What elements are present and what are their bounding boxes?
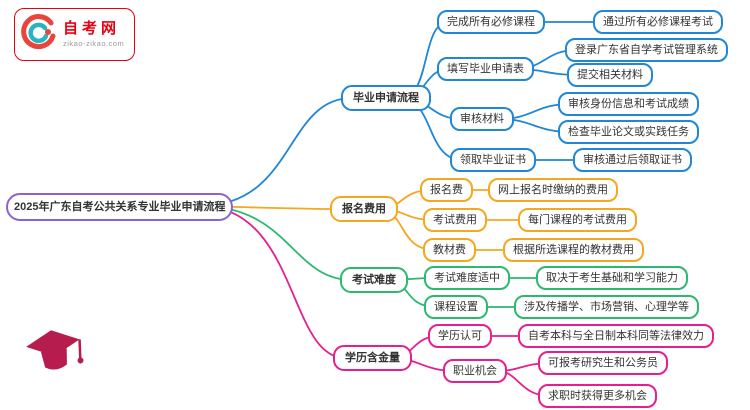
site-logo: 自考网 zikao-zikao.com <box>14 8 136 61</box>
node-registration-fee: 报名费 <box>420 178 473 202</box>
logo-icon <box>21 14 57 55</box>
node-degree-recognition: 学历认可 <box>428 324 492 348</box>
leaf-per-course-exam-fee: 每门课程的考试费用 <box>518 208 637 232</box>
graduation-cap-icon <box>22 324 88 392</box>
branch-exam-difficulty: 考试难度 <box>340 267 408 293</box>
leaf-postgraduate-civil-servant: 可报考研究生和公务员 <box>538 351 668 375</box>
root-node: 2025年广东自考公共关系专业毕业申请流程 <box>6 193 234 221</box>
node-review-materials: 审核材料 <box>450 107 514 131</box>
leaf-depends-on-foundation: 取决于考生基础和学习能力 <box>536 266 688 290</box>
leaf-more-job-opportunities: 求职时获得更多机会 <box>538 384 657 408</box>
edge <box>199 205 346 359</box>
logo-domain: zikao-zikao.com <box>63 39 125 49</box>
node-fill-graduation-form: 填写毕业申请表 <box>437 57 534 81</box>
node-textbook-fee: 教材费 <box>423 238 476 262</box>
node-moderate-difficulty: 考试难度适中 <box>424 266 510 290</box>
leaf-pass-all-required-exams: 通过所有必修课程考试 <box>593 10 723 34</box>
branch-registration-fees: 报名费用 <box>330 196 398 222</box>
leaf-login-gd-selfstudy-system: 登录广东省自学考试管理系统 <box>565 38 728 62</box>
leaf-online-registration-fee: 网上报名时缴纳的费用 <box>488 178 618 202</box>
edge <box>199 97 353 207</box>
logo-text: 自考网 zikao-zikao.com <box>63 19 125 49</box>
leaf-equal-legal-effect: 自考本科与全日制本科同等法律效力 <box>518 324 714 348</box>
leaf-verify-identity-scores: 审核身份信息和考试成绩 <box>558 92 699 116</box>
branch-degree-value: 学历含金量 <box>333 345 412 371</box>
node-career-opportunities: 职业机会 <box>443 359 507 383</box>
node-exam-fee: 考试费用 <box>423 208 487 232</box>
node-receive-diploma: 领取毕业证书 <box>450 148 536 172</box>
leaf-receive-after-approval: 审核通过后领取证书 <box>573 148 692 172</box>
node-curriculum: 课程设置 <box>424 295 488 319</box>
branch-graduation-process: 毕业申请流程 <box>341 85 431 111</box>
logo-name: 自考网 <box>63 19 121 37</box>
leaf-textbook-cost-by-courses: 根据所选课程的教材费用 <box>503 238 644 262</box>
leaf-course-subjects: 涉及传播学、市场营销、心理学等 <box>514 295 699 319</box>
leaf-check-thesis-practice: 检查毕业论文或实践任务 <box>558 120 699 144</box>
leaf-submit-materials: 提交相关材料 <box>567 63 653 87</box>
node-complete-required-courses: 完成所有必修课程 <box>437 10 545 34</box>
